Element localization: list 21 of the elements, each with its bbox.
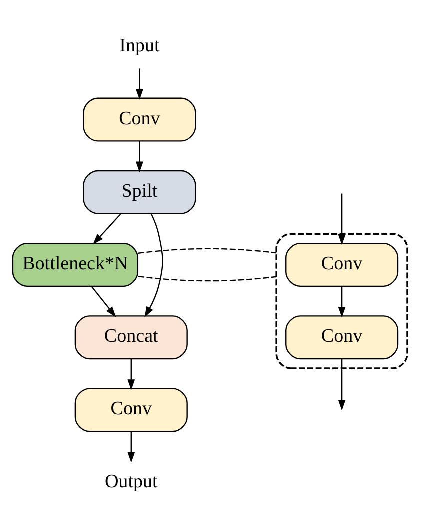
node-text: Output [104,470,158,492]
arrow [136,68,144,100]
node-box: Conv [286,315,399,360]
arrow [338,193,346,245]
connector [138,248,277,254]
node-box: Conv [83,97,196,142]
arrow [128,358,136,390]
arrow [338,358,346,410]
node-box: Conv [286,242,399,287]
arrow [128,431,136,462]
node-box: Spilt [83,170,196,214]
node-box: Concat [74,315,188,360]
node-box: Conv [74,388,188,432]
connector [138,276,277,282]
arrow [93,213,122,244]
node-box: Bottleneck*N [12,242,139,287]
arrow [91,286,116,317]
node-text: Input [120,35,160,56]
arrow [338,286,346,318]
arrow [144,213,164,318]
arrow [136,140,144,172]
